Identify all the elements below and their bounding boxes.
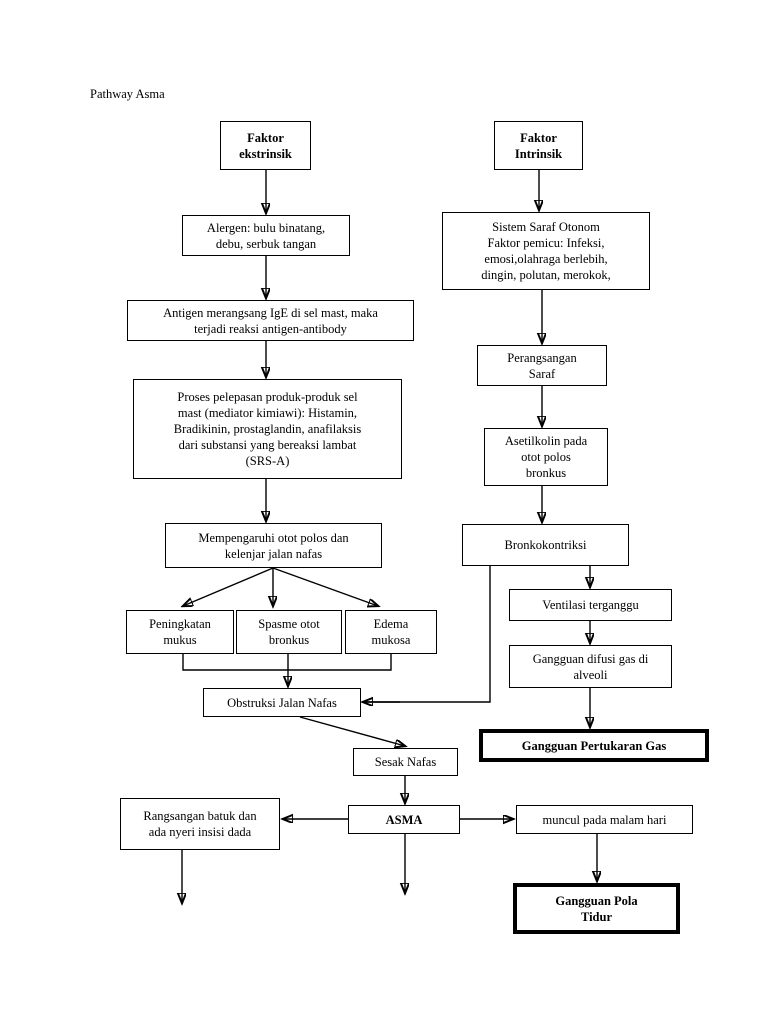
node-asma[interactable]: ASMA (348, 805, 460, 834)
edge-peningkatan-bus (182, 654, 288, 671)
node-muncul-malam-hari[interactable]: muncul pada malam hari (516, 805, 693, 834)
node-obstruksi-jalan-nafas[interactable]: Obstruksi Jalan Nafas (203, 688, 361, 717)
node-sesak-nafas[interactable]: Sesak Nafas (353, 748, 458, 776)
node-ventilasi-terganggu[interactable]: Ventilasi terganggu (509, 589, 672, 621)
node-gangguan-pertukaran-gas[interactable]: Gangguan Pertukaran Gas (479, 729, 709, 762)
edge-mempengaruhi-peningkatan (183, 567, 274, 606)
node-alergen[interactable]: Alergen: bulu binatang,debu, serbuk tang… (182, 215, 350, 256)
edge-mempengaruhi-edema (272, 567, 378, 606)
page-title: Pathway Asma (90, 87, 165, 101)
node-bronkokontriksi[interactable]: Bronkokontriksi (462, 524, 629, 566)
node-antigen-merangsang-ige[interactable]: Antigen merangsang IgE di sel mast, maka… (127, 300, 414, 341)
edge-edema-bus (288, 654, 392, 671)
edge-obstruksi-sesak (299, 716, 405, 746)
